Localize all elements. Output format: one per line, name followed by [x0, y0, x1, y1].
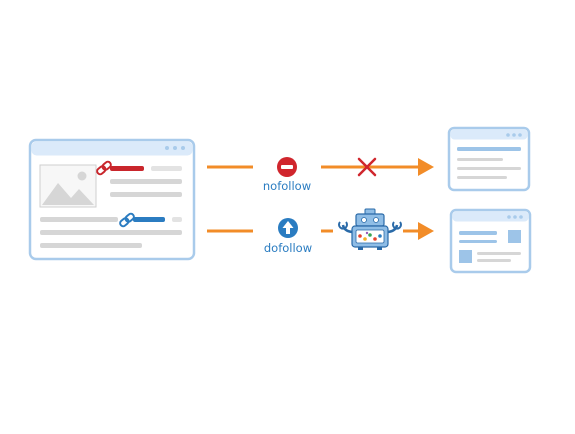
- arrow-head-icon: [418, 222, 434, 240]
- window-dots-icon: [507, 215, 523, 219]
- content-line: [40, 243, 142, 248]
- minus-circle-icon: [277, 157, 297, 177]
- nofollow-link-text[interactable]: [96, 160, 144, 176]
- chain-link-icon: [119, 212, 135, 228]
- content-line: [40, 230, 182, 235]
- dofollow-label: dofollow: [264, 241, 312, 255]
- arrow-up-circle-icon: [278, 218, 298, 238]
- window-dots-icon: [165, 146, 185, 150]
- content-line: [110, 192, 182, 197]
- arrow-head-icon: [418, 158, 434, 176]
- nofollow-flow: nofollow: [207, 157, 434, 193]
- target-webpage-nofollow: [447, 126, 531, 192]
- blocked-x-icon: [357, 157, 377, 177]
- source-webpage: [28, 138, 196, 261]
- target-webpage-dofollow: [449, 208, 532, 274]
- content-line: [151, 166, 182, 171]
- image-placeholder-icon: [39, 164, 97, 208]
- content-line: [40, 217, 118, 222]
- dofollow-link-text[interactable]: [119, 212, 165, 228]
- crawler-bot-icon: [338, 208, 402, 250]
- nofollow-label: nofollow: [263, 179, 311, 193]
- chain-link-icon: [96, 160, 112, 176]
- content-line: [110, 179, 182, 184]
- dofollow-flow: dofollow: [207, 208, 434, 255]
- window-dots-icon: [506, 133, 522, 137]
- content-line: [172, 217, 182, 222]
